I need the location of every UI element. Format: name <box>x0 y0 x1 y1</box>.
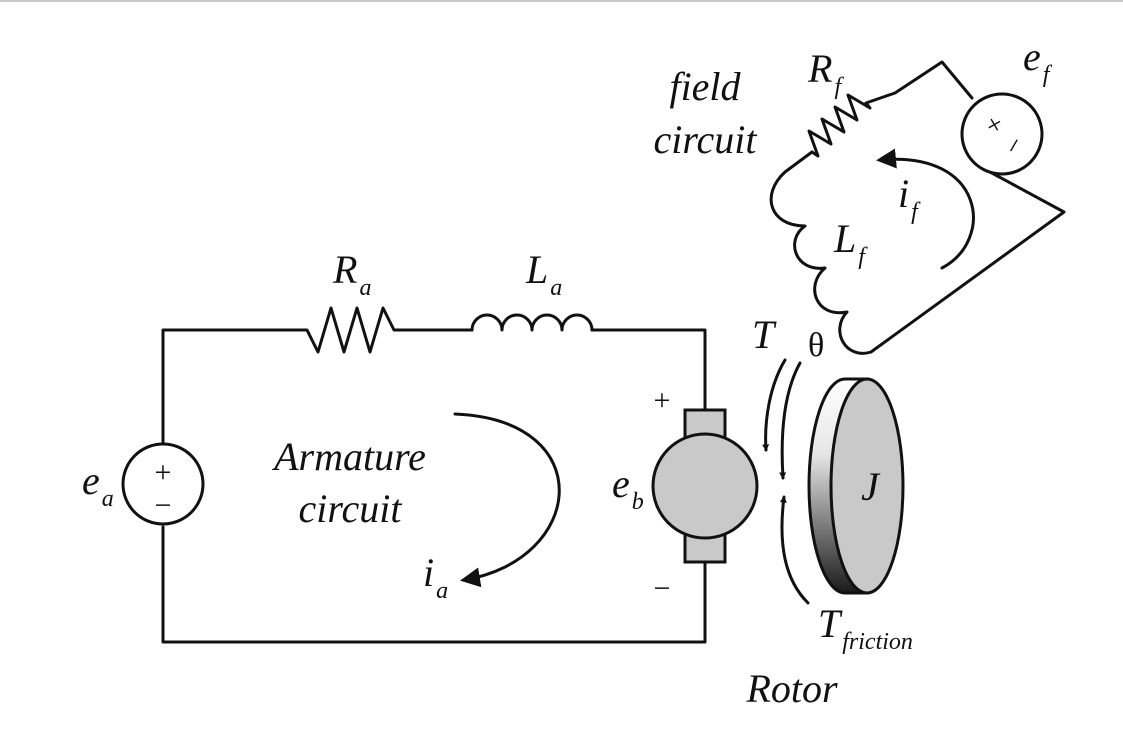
motor-plus: + <box>654 384 671 417</box>
friction-label: Tfriction <box>818 601 913 655</box>
field-title-line2: circuit <box>654 117 758 162</box>
inertia-label: J <box>861 464 881 509</box>
armature-voltage-source: + − <box>121 442 205 526</box>
armature-current-arrow <box>453 412 561 588</box>
rotor-label: Rotor <box>745 666 838 711</box>
armature-title-line2: circuit <box>299 486 403 531</box>
angle-arrow <box>779 361 802 480</box>
back-emf-label: eb <box>612 461 644 515</box>
motor-minus: − <box>654 572 671 605</box>
field-inductor-label: Lf <box>833 216 868 270</box>
field-resistor-label: Rf <box>807 46 844 100</box>
torque-label: T <box>752 312 777 357</box>
dc-motor <box>651 408 759 564</box>
armature-wiring <box>161 306 707 644</box>
armature-source-label: ea <box>82 458 114 512</box>
armature-resistor-label: Ra <box>332 247 371 301</box>
armature-source-plus: + <box>155 456 172 489</box>
angle-label: θ <box>808 327 824 364</box>
friction-arrow <box>779 495 810 605</box>
field-current-arrow <box>876 148 975 270</box>
field-voltage-source: + − <box>960 92 1044 176</box>
field-current-label: if <box>898 171 921 225</box>
armature-inductor-label: La <box>525 247 562 301</box>
field-title-line1: field <box>669 64 741 109</box>
armature-title-line1: Armature <box>271 434 426 479</box>
rotor-disk <box>807 377 905 595</box>
torque-arrow <box>762 358 787 452</box>
top-border <box>0 0 1123 2</box>
field-source-label: ef <box>1023 34 1053 88</box>
armature-current-label: ia <box>423 550 448 604</box>
armature-source-minus: − <box>155 489 172 522</box>
field-wiring <box>769 60 1066 355</box>
